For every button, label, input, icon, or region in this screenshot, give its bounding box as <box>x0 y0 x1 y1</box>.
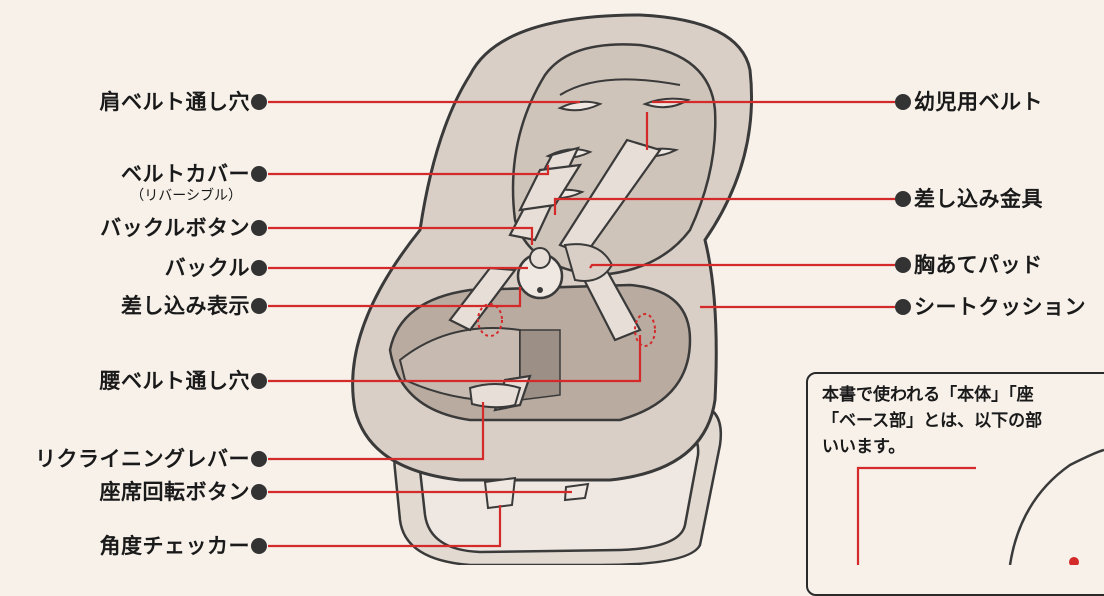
label-seat-cushion: シートクッション <box>914 295 1086 319</box>
label-infant-belt: 幼児用ベルト <box>914 90 1043 114</box>
label-insert-indicator: 差し込み表示 <box>121 294 250 318</box>
label-chest-pad: 胸あてパッド <box>914 253 1043 277</box>
label-lap-belt-slot: 腰ベルト通し穴 <box>100 369 251 393</box>
label-angle-checker: 角度チェッカー <box>100 534 251 558</box>
label-shoulder-belt-slot: 肩ベルト通し穴 <box>100 90 251 114</box>
label-seat-rotate-button: 座席回転ボタン <box>100 480 251 504</box>
note-inset-lines <box>806 372 1104 565</box>
label-buckle-button: バックルボタン <box>100 216 250 240</box>
label-recline-lever: リクライニングレバー <box>35 447 250 471</box>
label-buckle-tongue: 差し込み金具 <box>914 187 1043 211</box>
label-belt-cover: ベルトカバー <box>121 162 250 186</box>
label-buckle: バックル <box>165 256 250 280</box>
label-belt-cover-reversible: （リバーシブル） <box>130 188 242 204</box>
